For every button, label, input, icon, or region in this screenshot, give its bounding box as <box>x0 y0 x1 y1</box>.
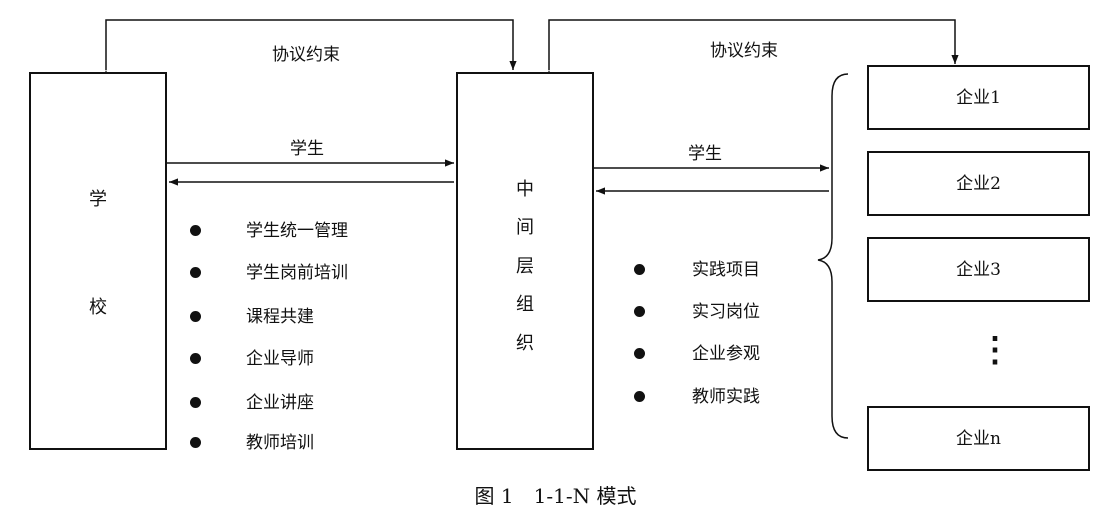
bullet <box>190 397 201 408</box>
enterprise-box-1: 企业1 <box>867 65 1090 130</box>
bullet <box>634 391 645 402</box>
school-char: 学 <box>89 189 107 210</box>
middle-char: 织 <box>516 333 534 354</box>
student-label-left: 学生 <box>290 139 324 159</box>
list-item: 企业讲座 <box>246 393 314 413</box>
bullet <box>190 353 201 364</box>
enterprise-box-2: 企业2 <box>867 151 1090 216</box>
list-item: 教师实践 <box>692 387 760 407</box>
agreement-connector-right <box>545 19 959 79</box>
middle-char: 中 <box>516 179 534 200</box>
agreement-connector-left <box>102 19 517 79</box>
bullet <box>190 225 201 236</box>
enterprise-label: 企业n <box>956 429 1001 449</box>
student-label-right: 学生 <box>688 144 722 164</box>
list-item: 教师培训 <box>246 433 314 453</box>
list-item: 企业导师 <box>246 349 314 369</box>
bullet <box>190 437 201 448</box>
middle-char: 层 <box>516 256 534 277</box>
list-item: 实习岗位 <box>692 302 760 322</box>
middle-org-box: 中 间 层 组 织 <box>456 72 594 450</box>
enterprise-brace <box>817 73 849 439</box>
bullet <box>190 311 201 322</box>
enterprise-box-n: 企业n <box>867 406 1090 471</box>
bullet <box>634 348 645 359</box>
enterprise-label: 企业3 <box>956 260 1001 280</box>
agreement-label-left: 协议约束 <box>272 45 340 65</box>
list-item: 课程共建 <box>246 307 314 327</box>
enterprise-label: 企业1 <box>956 88 1001 108</box>
list-item: 学生统一管理 <box>246 221 348 241</box>
list-item: 学生岗前培训 <box>246 263 348 283</box>
bullet <box>634 264 645 275</box>
bullet <box>634 306 645 317</box>
middle-char: 组 <box>516 294 534 315</box>
list-item: 实践项目 <box>692 260 760 280</box>
school-box: 学 校 <box>29 72 167 450</box>
list-item: 企业参观 <box>692 344 760 364</box>
enterprise-label: 企业2 <box>956 174 1001 194</box>
enterprise-ellipsis: ⋮ <box>978 330 1012 370</box>
figure-caption: 图 1 1-1-N 模式 <box>474 484 637 508</box>
enterprise-box-3: 企业3 <box>867 237 1090 302</box>
school-char: 校 <box>89 297 107 318</box>
agreement-label-right: 协议约束 <box>710 41 778 61</box>
middle-char: 间 <box>516 217 534 238</box>
bullet <box>190 267 201 278</box>
